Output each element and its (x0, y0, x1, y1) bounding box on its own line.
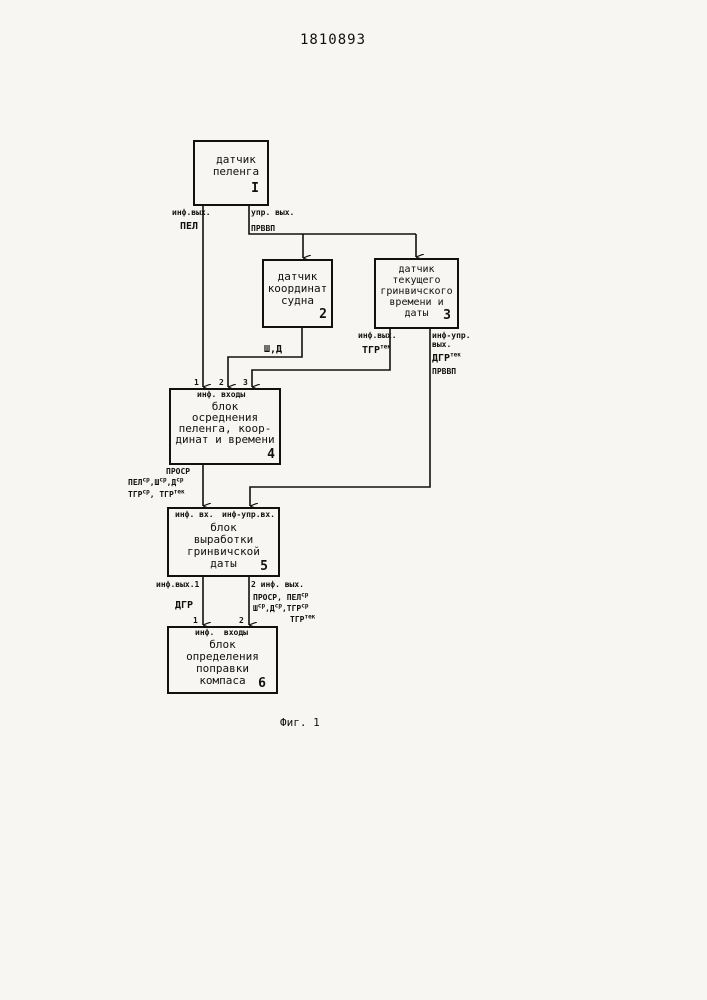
port-label: инф-упр. вых. (432, 331, 471, 349)
signal-label: ПЕЛср,Шср,Дср (128, 478, 183, 488)
signal-base: ТГР (159, 490, 173, 499)
port-label: упр. вых. (251, 208, 294, 217)
block-number: 2 (319, 307, 327, 322)
signal-base: ПРОСР, ПЕЛ (253, 593, 301, 602)
signal-label: Ш,Д (264, 345, 282, 355)
port-label: инф. входы (197, 390, 245, 399)
signal-base: ДГР (432, 353, 450, 364)
port-label: инф.вых. (358, 331, 397, 340)
input-number: 2 (219, 378, 224, 387)
signal-base: ТГР (287, 604, 301, 613)
block-number: 3 (443, 308, 451, 323)
signal-label: ПРВВП (432, 367, 456, 377)
signal-label: ТГРтек (290, 615, 315, 625)
signal-sup: ср (142, 476, 149, 483)
block-compass-correction: инф. входы блок определения поправки ком… (167, 626, 278, 694)
block-number: 5 (260, 559, 268, 574)
wire-2-to-4 (228, 327, 302, 387)
signal-label: ПРВВП (251, 224, 275, 234)
signal-label: ДГРтек (432, 354, 461, 364)
port-label: инф.вых.1 (156, 580, 199, 589)
port-label: инф.вых. (172, 208, 211, 217)
signal-label: Шср,Дср,ТГРср (253, 604, 308, 614)
signal-sup: ср (142, 488, 149, 495)
signal-sup: ср (159, 476, 166, 483)
block-label: датчик координат судна (264, 271, 331, 307)
signal-sup: тек (174, 488, 185, 495)
signal-base: ПЕЛ (128, 478, 142, 487)
signal-sup: тек (450, 352, 461, 359)
block-label: датчик пеленга (205, 154, 267, 178)
port-label: инф. входы (195, 628, 248, 637)
input-number: 1 (194, 378, 199, 387)
signal-sup: тек (380, 344, 391, 351)
block-number: 6 (258, 676, 266, 691)
signal-base: ТГР (128, 490, 142, 499)
block-number: I (251, 181, 259, 196)
block-label: блок осреднения пеленга, коор- динат и в… (171, 401, 279, 445)
input-number: 1 (193, 616, 198, 625)
block-greenwich-date: инф. вх. инф-упр.вх. блок выработки грин… (167, 507, 280, 577)
input-number: 3 (243, 378, 248, 387)
signal-label: ПЕЛ (180, 222, 198, 232)
block-bearing-sensor: датчик пеленга I (193, 140, 269, 206)
signal-sup: ср (301, 602, 308, 609)
port-label: инф. вх. (175, 510, 214, 519)
input-number: 2 (239, 616, 244, 625)
signal-sup: ср (258, 602, 265, 609)
signal-sup: ср (176, 476, 183, 483)
block-ship-coordinates-sensor: датчик координат судна 2 (262, 259, 333, 328)
signal-base: ТГР (290, 615, 304, 624)
signal-label: ТГРср, ТГРтек (128, 490, 185, 500)
signal-sup: ср (275, 602, 282, 609)
block-greenwich-time-sensor: датчик текущего гринвичского времени и д… (374, 258, 459, 329)
signal-label: ДГР (175, 601, 193, 611)
port-label: 2 инф. вых. (251, 580, 304, 589)
signal-base: ТГР (362, 345, 380, 356)
signal-sup: ср (301, 591, 308, 598)
port-label: инф-упр.вх. (222, 510, 275, 519)
figure-caption: Фиг. 1 (280, 716, 320, 729)
signal-label: ТГРтек (362, 346, 391, 356)
block-number: 4 (267, 447, 275, 462)
block-averaging: инф. входы блок осреднения пеленга, коор… (169, 388, 281, 465)
signal-sup: тек (304, 613, 315, 620)
